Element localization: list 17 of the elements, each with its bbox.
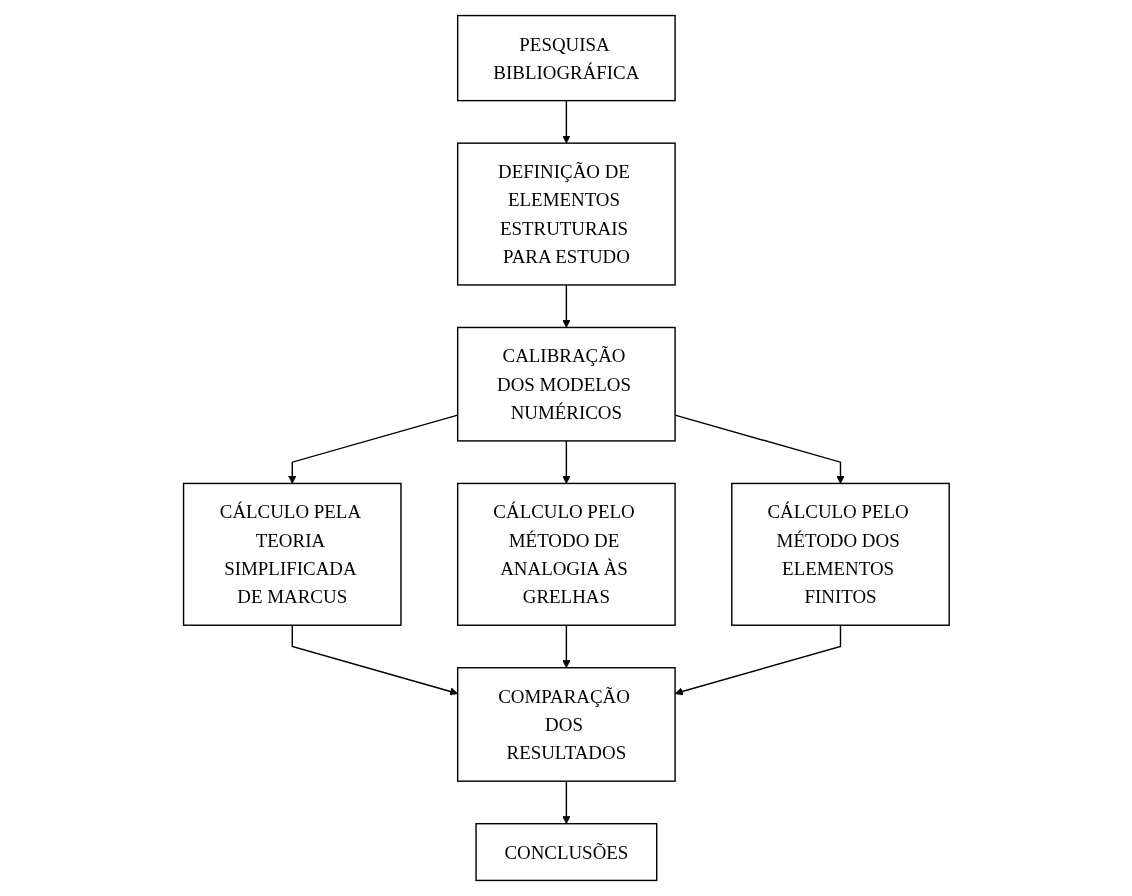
node-box: CÁLCULO PELO MÉTODO DOS ELEMENTOS FINITOS	[730, 482, 950, 626]
node-box: COMPARAÇÃO DOS RESULTADOS	[456, 667, 676, 782]
node-box: CONCLUSÕES	[474, 823, 658, 882]
node-box: PESQUISA BIBLIOGRÁFICA	[456, 14, 676, 102]
node-box: CÁLCULO PELO MÉTODO DE ANALOGIA ÀS GRELHAS	[456, 482, 676, 626]
arrow	[561, 99, 571, 144]
arrow	[561, 624, 571, 669]
arrow	[674, 624, 841, 696]
arrow	[287, 414, 458, 484]
node-box: DEFINIÇÃO DE ELEMENTOS ESTRUTURAIS PARA ESTUDO	[456, 142, 676, 286]
arrow	[561, 440, 571, 484]
node-box: CALIBRAÇÃO DOS MODELOS NUMÉRICOS	[456, 326, 676, 442]
arrow	[291, 624, 458, 696]
arrow	[674, 414, 845, 484]
arrow	[561, 780, 571, 825]
node-box: CÁLCULO PELA TEORIA SIMPLIFICADA DE MARCUS	[182, 482, 402, 626]
arrow	[561, 284, 571, 328]
